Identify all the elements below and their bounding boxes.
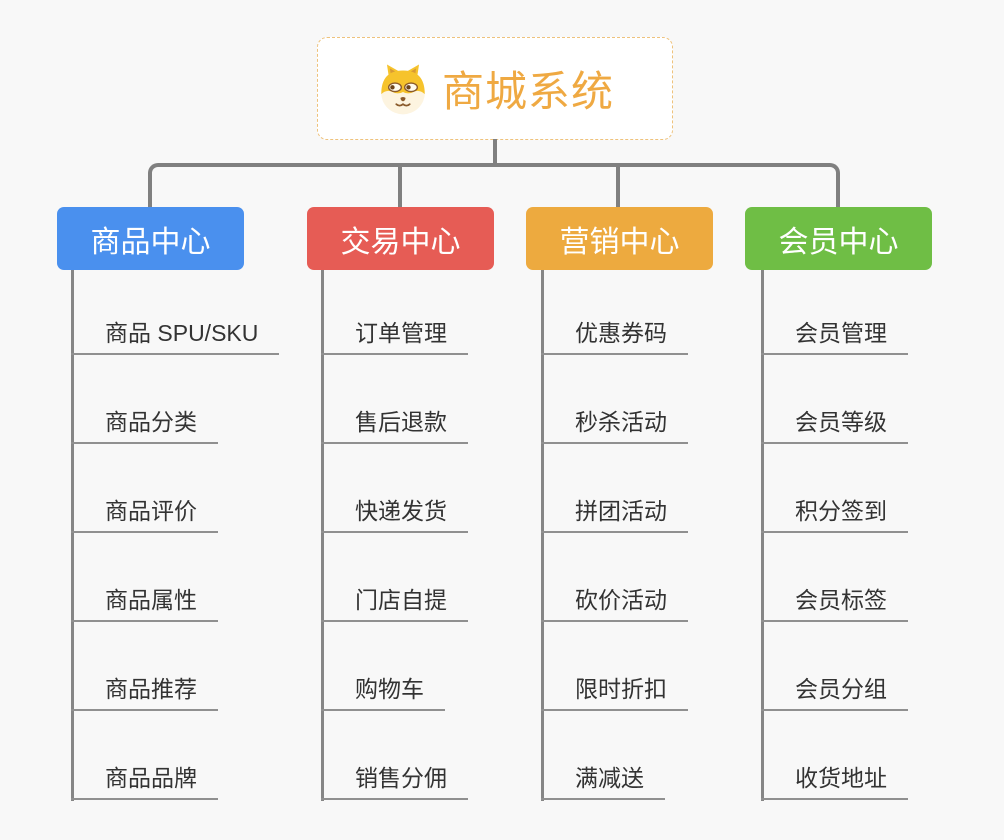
connector-root-stub bbox=[493, 139, 497, 165]
child-node[interactable]: 商品品牌 bbox=[71, 764, 218, 800]
child-node[interactable]: 商品属性 bbox=[71, 586, 218, 622]
connector-drop bbox=[398, 167, 402, 207]
child-node[interactable]: 优惠券码 bbox=[541, 319, 688, 355]
branch-marketing-center[interactable]: 营销中心 bbox=[526, 207, 713, 270]
child-node[interactable]: 销售分佣 bbox=[321, 764, 468, 800]
child-node[interactable]: 会员等级 bbox=[761, 408, 908, 444]
child-node[interactable]: 满减送 bbox=[541, 764, 665, 800]
child-node[interactable]: 商品评价 bbox=[71, 497, 218, 533]
branch-product-center[interactable]: 商品中心 bbox=[57, 207, 244, 270]
child-node[interactable]: 会员标签 bbox=[761, 586, 908, 622]
child-node[interactable]: 拼团活动 bbox=[541, 497, 688, 533]
child-node[interactable]: 商品分类 bbox=[71, 408, 218, 444]
child-node[interactable]: 售后退款 bbox=[321, 408, 468, 444]
child-node[interactable]: 订单管理 bbox=[321, 319, 468, 355]
child-node[interactable]: 商品 SPU/SKU bbox=[71, 319, 280, 355]
child-node[interactable]: 商品推荐 bbox=[71, 675, 218, 711]
connector-elbow bbox=[148, 163, 840, 207]
child-node[interactable]: 收货地址 bbox=[761, 764, 908, 800]
branch-spine bbox=[541, 270, 544, 801]
branch-trade-center[interactable]: 交易中心 bbox=[307, 207, 494, 270]
branch-spine bbox=[761, 270, 764, 801]
branch-spine bbox=[71, 270, 74, 801]
child-node[interactable]: 砍价活动 bbox=[541, 586, 688, 622]
child-node[interactable]: 门店自提 bbox=[321, 586, 468, 622]
root-node[interactable]: 商城系统 bbox=[317, 37, 673, 140]
child-node[interactable]: 积分签到 bbox=[761, 497, 908, 533]
child-node[interactable]: 购物车 bbox=[321, 675, 445, 711]
child-node[interactable]: 会员分组 bbox=[761, 675, 908, 711]
branch-member-center[interactable]: 会员中心 bbox=[745, 207, 932, 270]
dog-face-icon bbox=[376, 62, 430, 116]
child-node[interactable]: 秒杀活动 bbox=[541, 408, 688, 444]
connector-drop bbox=[616, 167, 620, 207]
child-node[interactable]: 会员管理 bbox=[761, 319, 908, 355]
child-node[interactable]: 快递发货 bbox=[321, 497, 468, 533]
root-title: 商城系统 bbox=[441, 68, 614, 115]
branch-spine bbox=[321, 270, 324, 801]
child-node[interactable]: 限时折扣 bbox=[541, 675, 688, 711]
